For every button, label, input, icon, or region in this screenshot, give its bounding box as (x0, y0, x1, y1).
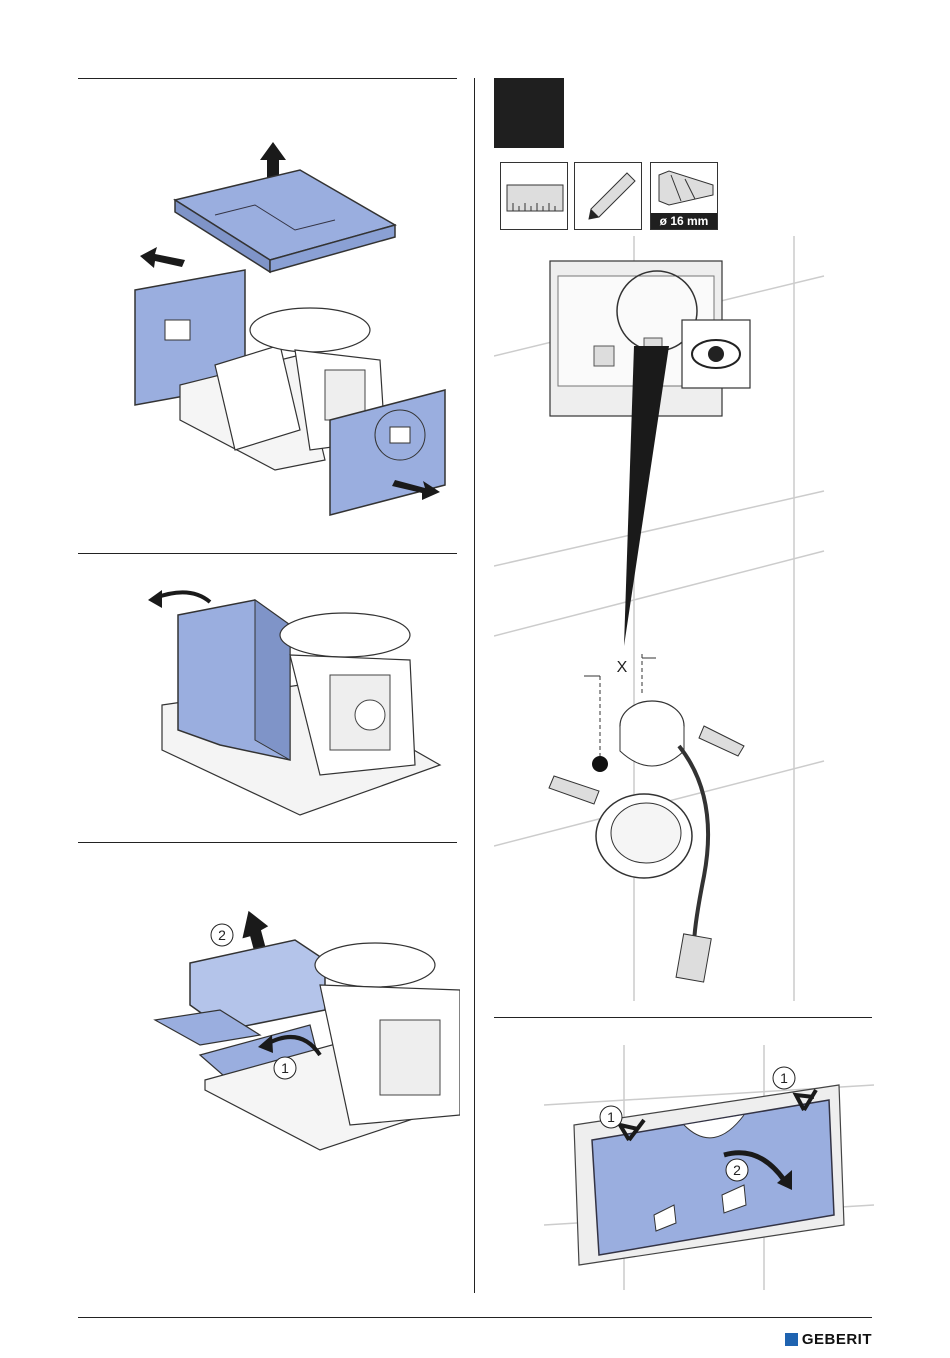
drill-diameter-label: ø 16 mm (651, 213, 717, 229)
section-divider-right (494, 1017, 872, 1018)
tool-drill: ø 16 mm (650, 162, 718, 230)
brand-name: GEBERIT (802, 1331, 872, 1348)
section-divider-3 (78, 842, 457, 843)
illustration-drill-hole: X (494, 236, 874, 1001)
tool-ruler (500, 162, 568, 230)
dimension-x-label: X (617, 659, 628, 676)
logo-square-icon (785, 1333, 798, 1346)
section-divider-2 (78, 553, 457, 554)
pencil-icon (575, 163, 643, 231)
illustration-remove-block (140, 580, 450, 825)
illustration-unpack-lid (120, 130, 450, 520)
footer-rule (78, 1317, 872, 1318)
ruler-icon (501, 163, 569, 231)
callout-two: 2 (218, 927, 226, 943)
eye-icon (692, 340, 740, 368)
column-divider (474, 78, 475, 1293)
brand-logo: GEBERIT (785, 1331, 872, 1348)
drill-bit-icon (651, 163, 719, 215)
illustration-fold-tabs: 2 1 (150, 895, 460, 1160)
tool-pencil (574, 162, 642, 230)
callout-one-right: 1 (780, 1070, 788, 1086)
illustration-remove-cover: 1 1 2 (544, 1045, 874, 1290)
callout-one-left: 1 (607, 1109, 615, 1125)
callout-one: 1 (281, 1060, 289, 1076)
callout-two-cover: 2 (733, 1162, 741, 1178)
section-divider-1 (78, 78, 457, 79)
step-number-box (494, 78, 564, 148)
